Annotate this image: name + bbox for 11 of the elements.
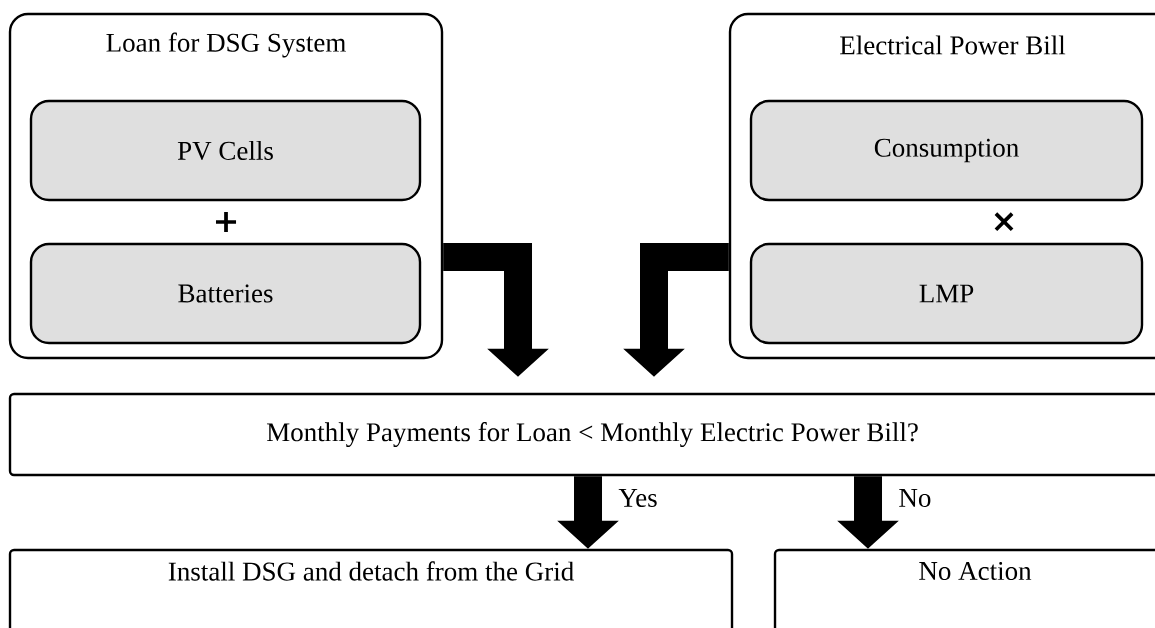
outcome-box: Install DSG and detach from the Grid — [8, 548, 734, 628]
process-box: Consumption — [749, 99, 1144, 202]
process-box: Batteries — [29, 242, 422, 345]
process-box: PV Cells — [29, 99, 422, 202]
process-box: LMP — [749, 242, 1144, 345]
outcome-box: No Action — [773, 548, 1155, 628]
edge-label: Yes — [616, 487, 660, 509]
decision-box: Monthly Payments for Loan < Monthly Electric Power Bill? — [8, 392, 1155, 477]
operator-symbol: + — [216, 212, 237, 233]
operator-symbol: × — [994, 212, 1014, 232]
edge-label: No — [896, 487, 934, 509]
